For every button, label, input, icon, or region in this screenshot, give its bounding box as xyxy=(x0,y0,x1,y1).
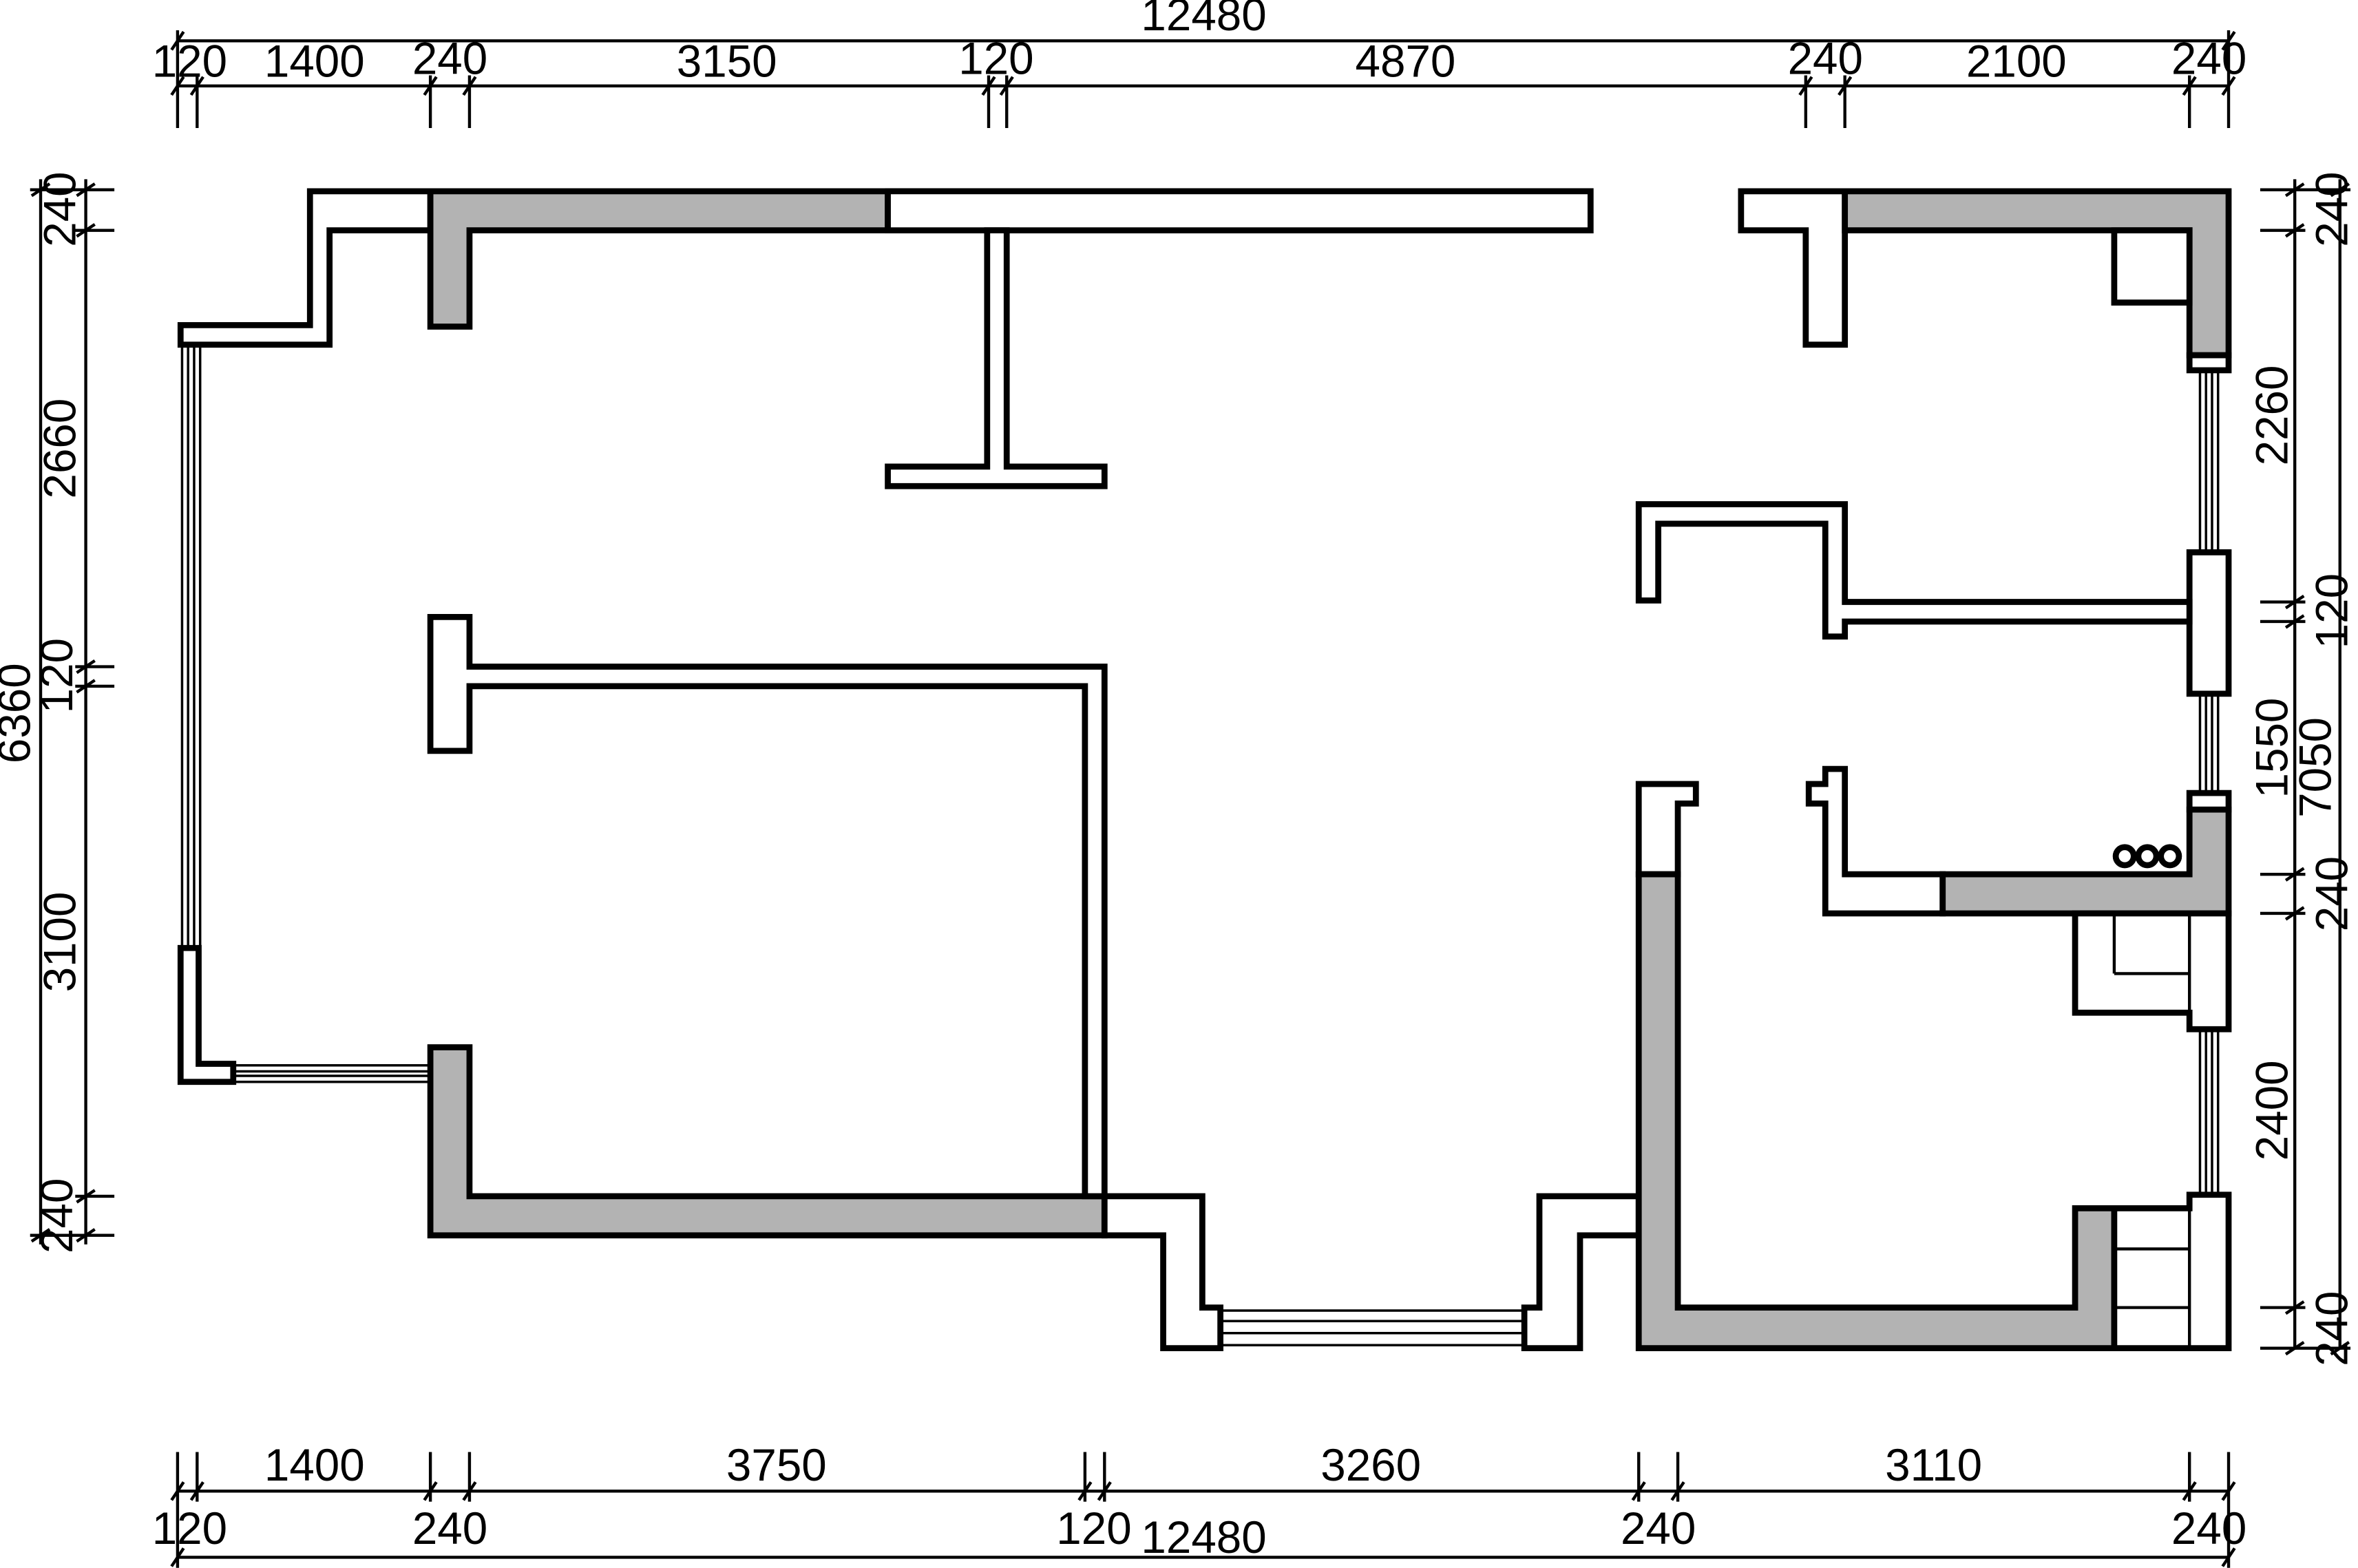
wall-room-shaded xyxy=(1635,871,2118,1352)
wall-bottom-shaded xyxy=(427,1044,1108,1239)
wall-top-shaded xyxy=(427,188,891,330)
window-right-middle xyxy=(2198,693,2220,794)
wall-top-right-cap xyxy=(2186,352,2232,374)
bottom-seg-label: 3260 xyxy=(1320,1440,1421,1490)
wall-kitchen-cap xyxy=(2186,790,2232,813)
wall-top-middle xyxy=(885,188,1594,234)
wall-top-right xyxy=(1738,188,1849,348)
window-bottom-left xyxy=(233,1063,431,1083)
burner-icon xyxy=(2158,844,2182,869)
top-seg-label: 240 xyxy=(2171,33,2246,83)
wall-bottom-mid-left xyxy=(1101,1193,1223,1352)
bottom-small-label: 120 xyxy=(152,1503,227,1554)
burner-icon xyxy=(2135,844,2160,869)
stove-burners xyxy=(2112,844,2182,869)
top-seg-label: 2100 xyxy=(1966,36,2067,87)
bottom-small-label: 240 xyxy=(412,1503,487,1554)
wall-bath-partition xyxy=(1635,501,2193,640)
wall-room-stub xyxy=(1635,781,1699,878)
right-seg-label: 240 xyxy=(2307,1291,2357,1366)
cabinet-kitchen xyxy=(2072,910,2232,1032)
window-right-upper xyxy=(2198,370,2220,553)
right-seg-label: 2400 xyxy=(2246,1060,2297,1161)
top-seg-label: 4870 xyxy=(1356,36,1456,87)
burner-icon xyxy=(2112,844,2137,869)
top-seg-label: 120 xyxy=(958,33,1033,83)
bottom-small-label: 240 xyxy=(2171,1503,2246,1554)
bottom-seg-label: 3110 xyxy=(1885,1440,1982,1490)
bottom-total-label: 12480 xyxy=(1141,1512,1266,1562)
wall-kitchen-shaded xyxy=(1939,806,2232,917)
wall-kitchen xyxy=(1805,765,1946,917)
bottom-seg-label: 1400 xyxy=(264,1440,365,1490)
left-seg-label: 3100 xyxy=(34,892,85,993)
right-seg-label: 2260 xyxy=(2246,365,2297,466)
left-seg-label: 240 xyxy=(32,1178,82,1253)
wall-bottom-right xyxy=(2111,1191,2232,1352)
right-seg-label: 1550 xyxy=(2246,698,2297,798)
wall-bottom-mid-right xyxy=(1521,1193,1642,1352)
bottom-small-label: 240 xyxy=(1621,1503,1696,1554)
right-seg-label: 120 xyxy=(2307,573,2357,648)
top-seg-label: 240 xyxy=(1788,33,1863,83)
bottom-seg-label: 3750 xyxy=(726,1440,827,1490)
left-total-label: 6360 xyxy=(0,663,40,763)
right-seg-label: 240 xyxy=(2307,171,2357,246)
top-seg-label: 3150 xyxy=(677,36,777,87)
wall-top-left xyxy=(177,188,434,348)
left-seg-label: 240 xyxy=(34,171,85,246)
bottom-small-label: 120 xyxy=(1056,1503,1131,1554)
wall-bedroom-partition xyxy=(427,614,1108,1200)
bottom-dimension-chain: 1400 3750 3260 3110 120 240 120 240 240 … xyxy=(152,1440,2246,1568)
window-bottom-middle xyxy=(1220,1309,1525,1347)
right-total-label: 7050 xyxy=(2291,717,2341,818)
wall-t-partition xyxy=(885,227,1108,489)
right-seg-label: 240 xyxy=(2307,856,2357,931)
right-dimension-chain: 240 2260 120 1550 7050 240 2400 240 xyxy=(2246,171,2357,1366)
wall-right-pier xyxy=(2186,549,2232,697)
left-seg-label: 120 xyxy=(32,638,82,713)
window-right-lower xyxy=(2198,1029,2220,1195)
left-seg-label: 2660 xyxy=(34,399,85,499)
top-total-label: 12480 xyxy=(1141,0,1266,40)
left-dimension-chain: 6360 240 2660 120 3100 240 xyxy=(0,171,115,1253)
wall-lower-left xyxy=(177,944,237,1085)
walls xyxy=(177,188,2232,1352)
top-seg-label: 1400 xyxy=(264,36,365,87)
top-dimension-chain: 12480 120 1400 240 3150 120 4870 240 210… xyxy=(152,0,2246,129)
window-left xyxy=(180,344,202,949)
top-seg-label: 240 xyxy=(412,33,487,83)
cabinet-top-right xyxy=(2111,227,2193,306)
top-seg-label: 120 xyxy=(152,36,227,87)
